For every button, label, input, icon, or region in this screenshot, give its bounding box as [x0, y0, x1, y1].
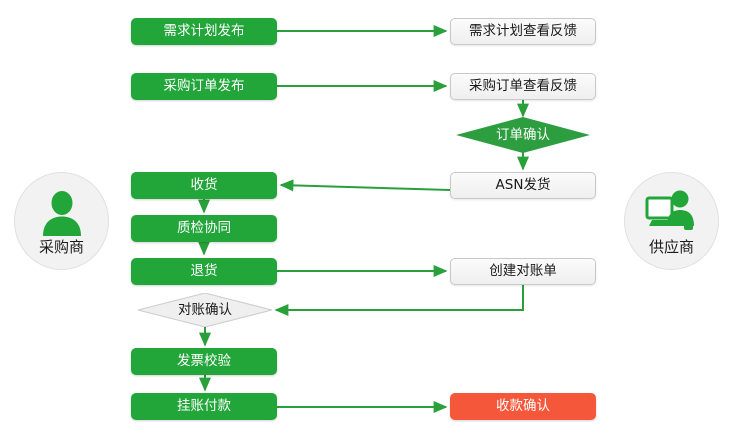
node-label: 发票校验 [177, 353, 231, 370]
node-label: 退货 [190, 263, 218, 280]
actor-supplier-label: 供应商 [648, 237, 694, 256]
edge-statement-to-check [274, 285, 524, 316]
node-statement-confirm[interactable]: 对账确认 [138, 293, 272, 327]
node-receipt-confirm[interactable]: 收款确认 [450, 393, 596, 420]
node-label: 需求计划查看反馈 [469, 23, 577, 40]
node-quality-collaboration[interactable]: 质检协同 [131, 215, 277, 242]
diamond-shape-green [456, 117, 590, 153]
node-label: 对账确认 [178, 301, 232, 318]
person-icon [34, 188, 90, 238]
diamond-shape-grey [138, 293, 272, 327]
node-label: 需求计划发布 [163, 23, 245, 40]
node-label: 采购订单查看反馈 [469, 78, 577, 95]
node-payable-payment[interactable]: 挂账付款 [131, 393, 277, 420]
node-purchase-order-publish[interactable]: 采购订单发布 [131, 73, 277, 100]
actor-buyer-label: 采购商 [38, 237, 84, 256]
node-asn-shipment[interactable]: ASN发货 [450, 172, 596, 199]
node-label: 订单确认 [496, 126, 550, 143]
person-computer-icon [644, 188, 700, 238]
node-label: 收款确认 [496, 398, 550, 415]
actor-buyer[interactable]: 采购商 [14, 172, 109, 270]
node-label: 收货 [190, 177, 218, 194]
node-create-statement[interactable]: 创建对账单 [450, 258, 596, 285]
actor-supplier[interactable]: 供应商 [624, 172, 719, 270]
node-goods-receipt[interactable]: 收货 [131, 172, 277, 199]
node-label: 采购订单发布 [163, 78, 245, 95]
node-label: ASN发货 [495, 177, 551, 194]
edge-asn-to-receipt [279, 179, 451, 192]
node-order-confirm[interactable]: 订单确认 [456, 117, 590, 153]
node-demand-plan-publish[interactable]: 需求计划发布 [131, 18, 277, 45]
node-return-goods[interactable]: 退货 [131, 258, 277, 285]
node-demand-plan-feedback[interactable]: 需求计划查看反馈 [450, 18, 596, 45]
node-purchase-order-feedback[interactable]: 采购订单查看反馈 [450, 73, 596, 100]
node-label: 挂账付款 [177, 398, 231, 415]
node-label: 质检协同 [177, 220, 231, 237]
node-label: 创建对账单 [489, 263, 557, 280]
node-invoice-verification[interactable]: 发票校验 [131, 348, 277, 375]
